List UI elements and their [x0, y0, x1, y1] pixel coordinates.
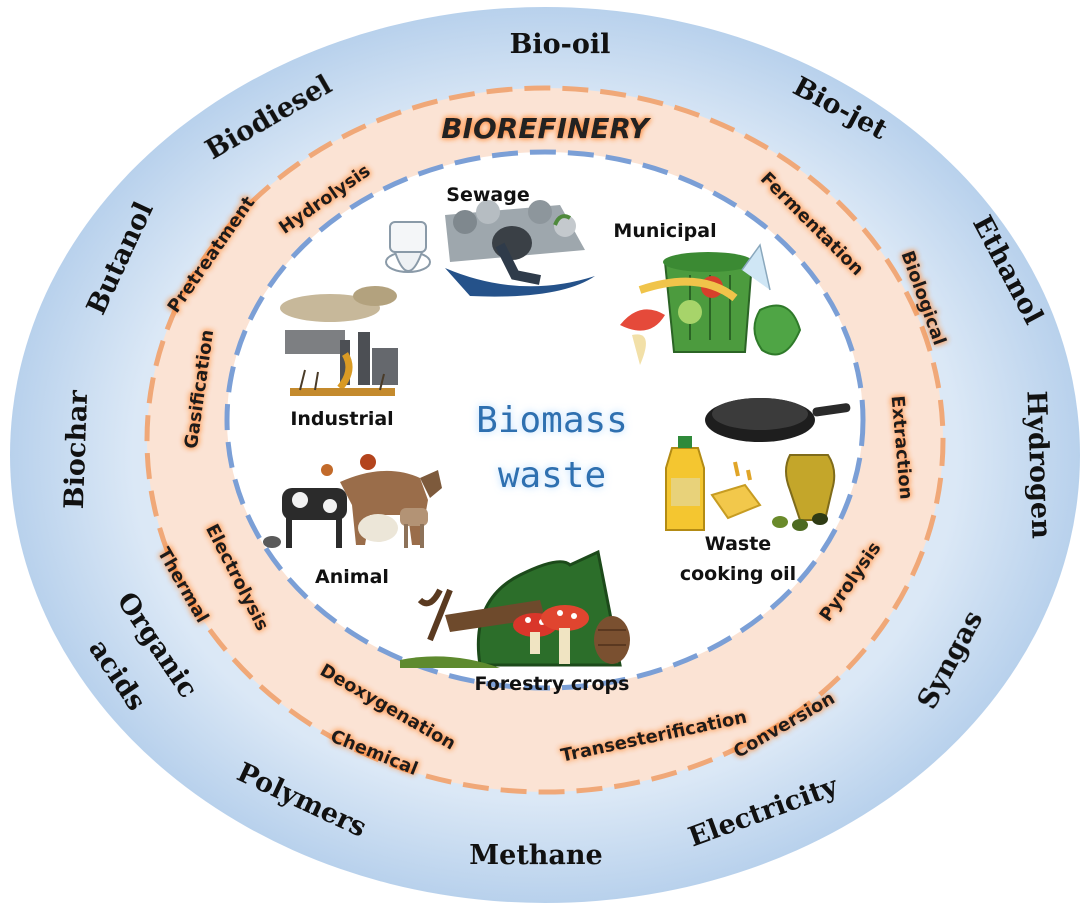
center-title-line2: waste [498, 455, 606, 496]
center-title-line1: Biomass [476, 400, 628, 441]
waste-cooking-oil-label-line1: Waste [705, 533, 771, 555]
biorefinery-title: BIOREFINERY [441, 112, 651, 145]
orange-dashed-border [144, 85, 946, 795]
product-biochar: Biochar [59, 389, 94, 510]
blue-dashed-border [224, 149, 866, 691]
industrial-illustration [280, 286, 398, 396]
forestry-crops-label: Forestry crops [475, 673, 630, 695]
industrial-label: Industrial [290, 408, 393, 430]
waste-cooking-oil-illustration [665, 398, 851, 531]
waste-cooking-oil-label-line2: cooking oil [680, 563, 796, 585]
municipal-illustration [620, 243, 802, 365]
sewage-label: Sewage [446, 184, 529, 206]
product-hydrogen: Hydrogen [1020, 390, 1056, 539]
product-methane: Methane [469, 840, 602, 871]
sewage-illustration [385, 200, 595, 297]
forestry-crops-illustration [400, 549, 630, 668]
animal-illustration [263, 454, 442, 548]
municipal-label: Municipal [613, 220, 716, 242]
animal-label: Animal [315, 566, 389, 588]
product-bio-oil: Bio-oil [510, 29, 611, 60]
